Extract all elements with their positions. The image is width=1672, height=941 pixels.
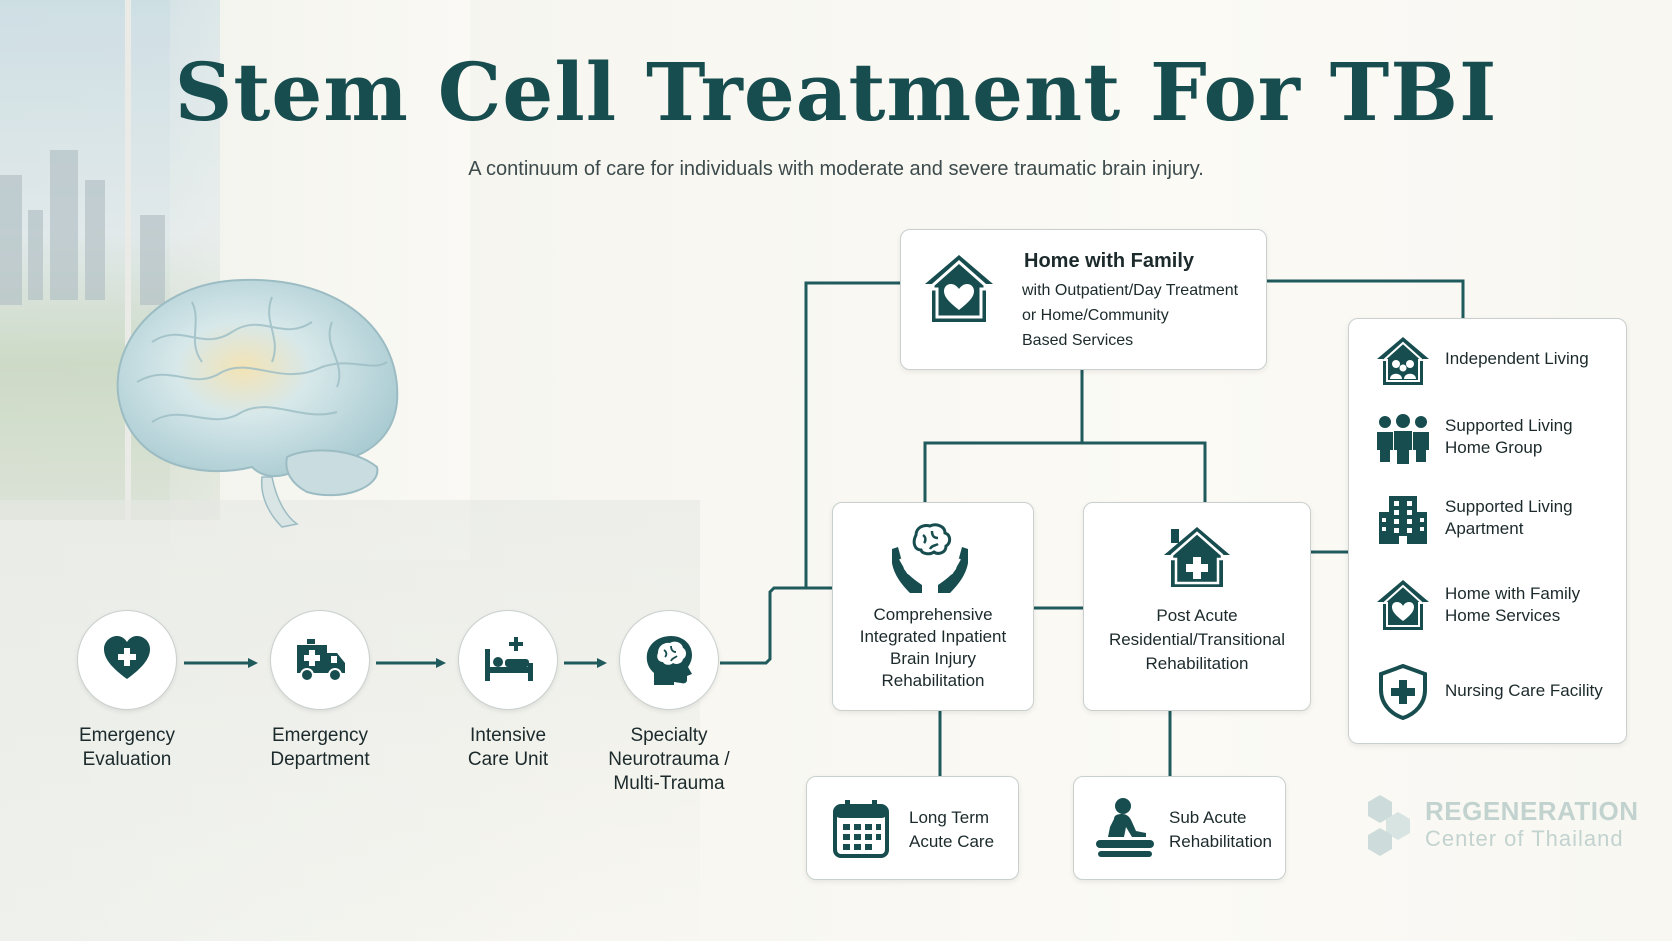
emergency-evaluation-node [77, 610, 177, 710]
specialty-neurotrauma-node [619, 610, 719, 710]
calendar-icon [833, 800, 889, 858]
post-acute-box: Post Acute Residential/Transitional Reha… [1083, 502, 1311, 711]
logo-line-2: Center of Thailand [1425, 826, 1624, 851]
hospital-bed-icon [485, 637, 533, 681]
sub-acute-label: Sub Acute Rehabilitation [1169, 808, 1273, 851]
specialty-neurotrauma-label: Specialty Neurotrauma / Multi-Trauma [608, 725, 730, 794]
home-with-family-detail: with Outpatient/Day Treatment or Home/Co… [1022, 282, 1239, 349]
apartment-icon [1379, 496, 1427, 544]
home-with-family-title: Home with Family [1024, 250, 1195, 272]
long-term-acute-box: Long Term Acute Care [806, 776, 1019, 880]
regeneration-logo: REGENERATION Center of Thailand [1360, 790, 1660, 860]
brain-illustration [116, 278, 399, 528]
home-to-living [1265, 279, 1465, 318]
background-floor [0, 500, 700, 941]
branch-to-inpatient [720, 586, 832, 665]
hands-brain-icon [892, 523, 968, 593]
home-with-family-services-label: Home with Family Home Services [1445, 584, 1581, 625]
head-brain-icon [646, 636, 692, 685]
page-title: Stem Cell Treatment For TBI [174, 45, 1498, 139]
long-term-acute-label: Long Term Acute Care [909, 808, 995, 851]
independent-living-label: Independent Living [1445, 349, 1589, 368]
intensive-care-unit-node [458, 610, 558, 710]
branch-to-home [804, 281, 900, 588]
page-subtitle: A continuum of care for individuals with… [468, 158, 1204, 180]
shield-plus-icon [1379, 664, 1427, 720]
logo-line-1: REGENERATION [1425, 796, 1639, 826]
ambulance-icon [297, 639, 345, 682]
split-to-rehab [923, 441, 1207, 502]
emergency-department-label: Emergency Department [270, 725, 370, 770]
post-acute-label: Post Acute Residential/Transitional Reha… [1108, 606, 1286, 673]
intensive-care-unit-label: Intensive Care Unit [467, 725, 549, 770]
house-heart-icon [1377, 580, 1429, 630]
sub-acute-box: Sub Acute Rehabilitation [1073, 776, 1286, 880]
group-people-icon [1377, 414, 1429, 464]
emergency-department-node [270, 610, 370, 710]
supported-living-home-group-label: Supported Living Home Group [1445, 416, 1573, 457]
rehab-person-icon [1096, 798, 1154, 857]
house-plus-icon [1164, 527, 1230, 587]
inpatient-rehab-box: Comprehensive Integrated Inpatient Brain… [832, 502, 1034, 711]
inpatient-rehab-label: Comprehensive Integrated Inpatient Brain… [859, 605, 1007, 690]
supported-living-apartment-label: Supported Living Apartment [1445, 497, 1573, 538]
emergency-evaluation-label: Emergency Evaluation [78, 725, 176, 770]
heart-plus-icon [104, 636, 150, 679]
home-with-family-box: Home with Family with Outpatient/Day Tre… [900, 229, 1267, 370]
house-heart-icon [925, 255, 993, 322]
nursing-care-facility-label: Nursing Care Facility [1445, 681, 1603, 700]
hexagon-logo-icon [1368, 795, 1410, 856]
house-people-icon [1377, 337, 1429, 385]
